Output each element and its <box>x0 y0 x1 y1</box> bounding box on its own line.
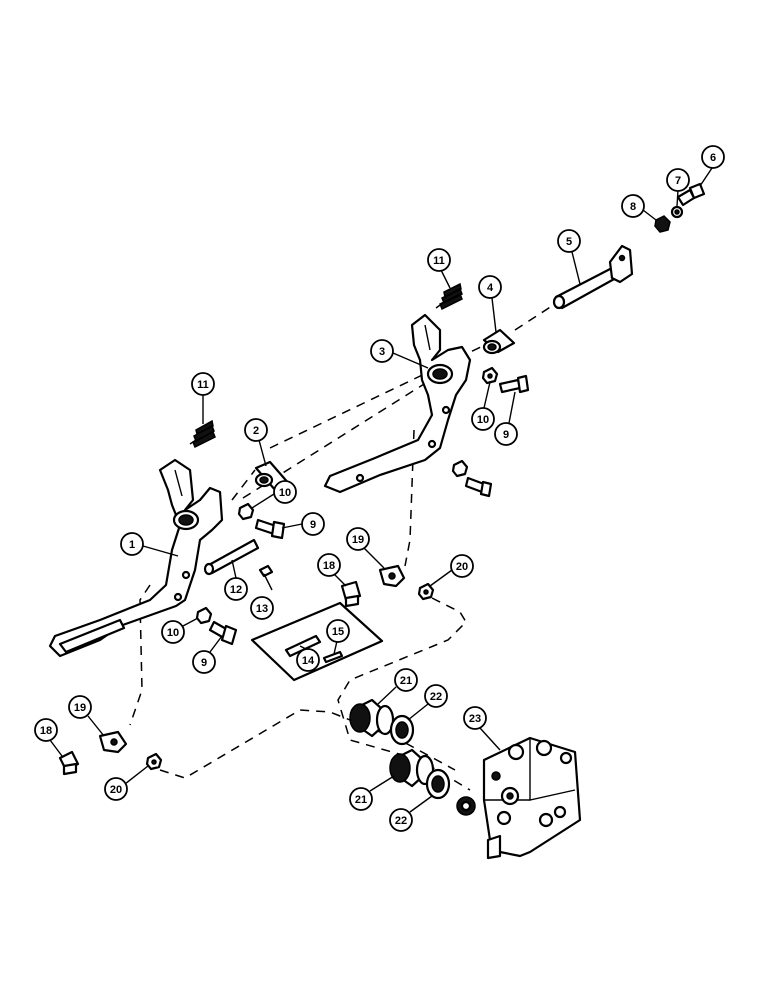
callout-22-lower: 22 <box>389 808 413 832</box>
callout-21-upper: 21 <box>394 668 418 692</box>
svg-text:9: 9 <box>201 657 207 669</box>
svg-text:12: 12 <box>230 584 242 596</box>
svg-text:15: 15 <box>332 626 344 638</box>
svg-text:9: 9 <box>310 519 316 531</box>
banjo-19-left <box>98 730 128 754</box>
callout-18-left: 18 <box>34 718 58 742</box>
callout-12: 12 <box>224 577 248 601</box>
callout-10-left-upper: 10 <box>273 480 297 504</box>
nut-10-left-upper <box>237 502 255 521</box>
svg-text:6: 6 <box>710 152 716 164</box>
ring-22-lower <box>425 768 451 800</box>
svg-text:22: 22 <box>430 691 442 703</box>
ring-22-upper <box>389 714 415 746</box>
svg-text:1: 1 <box>129 539 135 551</box>
callout-5: 5 <box>557 229 581 253</box>
svg-text:3: 3 <box>379 346 385 358</box>
banjo-19-right <box>378 564 406 588</box>
svg-text:11: 11 <box>197 379 209 391</box>
svg-text:21: 21 <box>400 675 412 687</box>
callout-21-lower: 21 <box>349 787 373 811</box>
callout-3: 3 <box>370 339 394 363</box>
callout-14: 14 <box>296 648 320 672</box>
callout-8: 8 <box>621 194 645 218</box>
svg-text:23: 23 <box>469 713 481 725</box>
callout-6: 6 <box>701 145 725 169</box>
callout-10-upper: 10 <box>471 407 495 431</box>
valve-23 <box>456 736 582 860</box>
svg-text:20: 20 <box>456 561 468 573</box>
spring-11-left <box>189 419 216 449</box>
callout-13: 13 <box>250 596 274 620</box>
callout-9-left-lower: 9 <box>192 650 216 674</box>
svg-text:5: 5 <box>566 236 572 248</box>
callout-19-right: 19 <box>346 527 370 551</box>
pin-12 <box>203 538 260 576</box>
svg-text:21: 21 <box>355 794 367 806</box>
callout-9-left-upper: 9 <box>301 512 325 536</box>
svg-text:4: 4 <box>487 282 494 294</box>
callout-22-upper: 22 <box>424 684 448 708</box>
nut-20-left <box>145 752 163 771</box>
nut-10-mid <box>451 459 469 478</box>
callout-20-left: 20 <box>104 777 128 801</box>
callout-20-right: 20 <box>450 554 474 578</box>
nut-10-left-lower <box>195 606 213 625</box>
callout-10-left-lower: 10 <box>161 620 185 644</box>
callouts: 1 2 3 4 5 6 <box>34 145 725 832</box>
callout-11-right: 11 <box>427 248 451 272</box>
callout-18-right: 18 <box>317 553 341 577</box>
lever-right <box>323 313 472 494</box>
svg-text:19: 19 <box>74 702 86 714</box>
svg-text:19: 19 <box>352 534 364 546</box>
screw-13 <box>258 564 274 591</box>
bolt-9-mid <box>464 476 493 498</box>
fitting-18-left <box>58 750 80 776</box>
callout-23: 23 <box>463 706 487 730</box>
svg-text:7: 7 <box>675 175 681 187</box>
shaft-5 <box>552 244 634 310</box>
nut-20-right <box>417 582 435 601</box>
bushing-4 <box>482 328 516 355</box>
callout-4: 4 <box>478 275 502 299</box>
svg-text:20: 20 <box>110 784 122 796</box>
callout-19-left: 19 <box>68 695 92 719</box>
nut-8 <box>654 215 671 233</box>
nut-10-upper <box>481 366 499 385</box>
bolt-9-left-upper <box>254 518 286 540</box>
bolt-9-left-lower <box>208 620 238 646</box>
svg-text:11: 11 <box>433 255 445 267</box>
fitting-18-right <box>340 580 362 608</box>
svg-text:10: 10 <box>477 414 489 426</box>
bolt-6 <box>676 182 706 207</box>
callout-2: 2 <box>244 418 268 442</box>
callout-1: 1 <box>120 532 144 556</box>
callout-7: 7 <box>666 168 690 192</box>
bolt-9-upper <box>498 374 530 394</box>
svg-text:22: 22 <box>395 815 407 827</box>
nut-7 <box>670 205 684 219</box>
callout-11-left: 11 <box>191 372 215 396</box>
filter-21-lower <box>389 748 435 788</box>
callout-9-upper: 9 <box>494 422 518 446</box>
svg-text:13: 13 <box>256 603 268 615</box>
svg-text:14: 14 <box>302 655 315 667</box>
filter-21-upper <box>349 698 395 738</box>
lever-left <box>48 458 224 658</box>
callout-15: 15 <box>326 619 350 643</box>
svg-text:10: 10 <box>279 487 291 499</box>
svg-text:9: 9 <box>503 429 509 441</box>
svg-text:10: 10 <box>167 627 179 639</box>
svg-text:8: 8 <box>630 201 636 213</box>
svg-text:2: 2 <box>253 425 259 437</box>
svg-text:18: 18 <box>323 560 335 572</box>
spring-11-right <box>435 282 463 311</box>
svg-text:18: 18 <box>40 725 52 737</box>
